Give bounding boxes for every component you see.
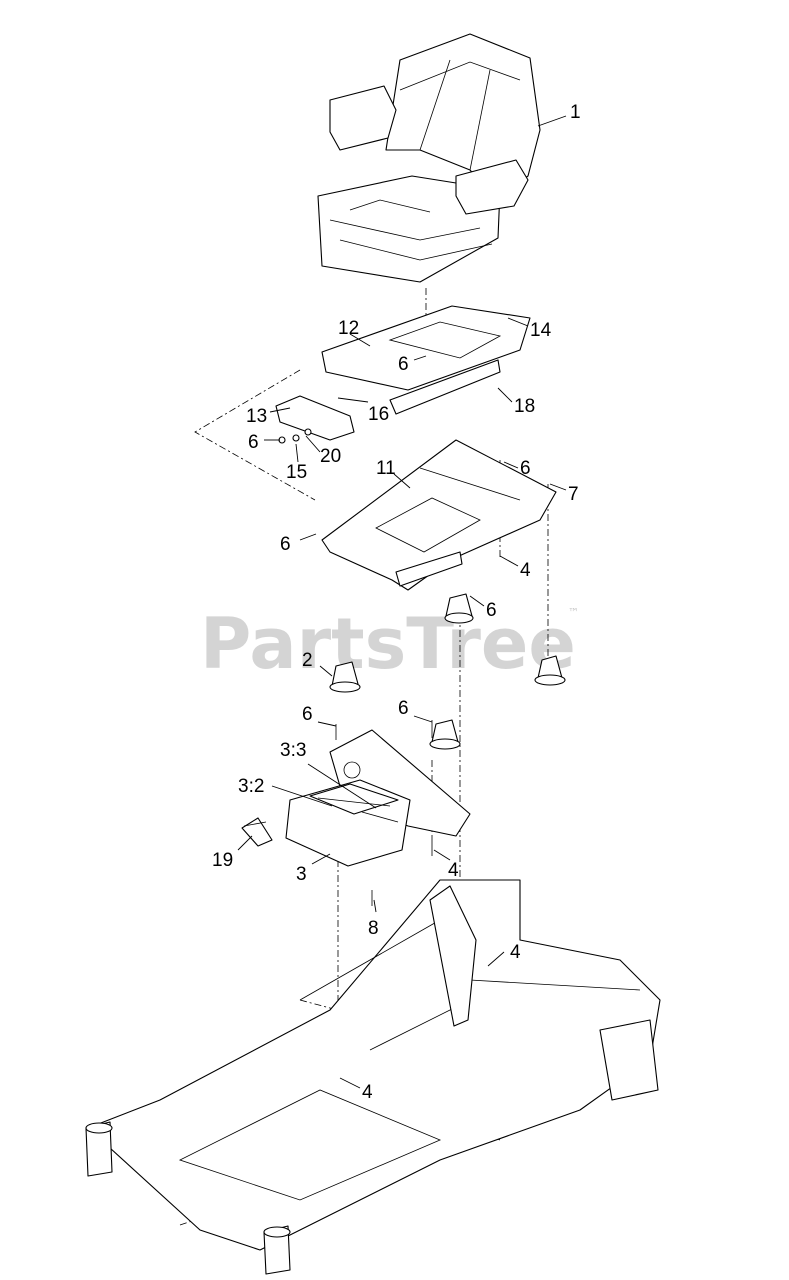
callout-16: 16: [368, 404, 389, 425]
callout-6-b: 6: [248, 432, 259, 453]
callout-8: 8: [368, 918, 379, 939]
callout-18: 18: [514, 396, 535, 417]
clip-part-19[interactable]: [241, 817, 273, 847]
callout-4-d: 4: [362, 1082, 373, 1103]
callout-6-f: 6: [302, 704, 313, 725]
callout-12: 12: [338, 318, 359, 339]
hardware-parts-15-20[interactable]: [278, 428, 312, 444]
callout-6-a: 6: [398, 354, 409, 375]
callout-3-3: 3:3: [280, 740, 306, 761]
callout-1: 1: [570, 102, 581, 123]
callout-15: 15: [286, 462, 307, 483]
callout-20: 20: [320, 446, 341, 467]
callout-6-e: 6: [486, 600, 497, 621]
leader-lines: [237, 115, 567, 1089]
seat-plate-part-12[interactable]: [321, 305, 531, 415]
suspension-frame-part-11[interactable]: [321, 439, 557, 591]
callout-3-2: 3:2: [238, 776, 264, 797]
callout-4-a: 4: [520, 560, 531, 581]
decal-parts-3-2-3-3[interactable]: [309, 783, 399, 823]
seat-part-1[interactable]: [317, 33, 541, 283]
callout-6-d: 6: [280, 534, 291, 555]
callout-2: 2: [302, 650, 313, 671]
isolator-mount-part-2[interactable]: [329, 593, 566, 750]
callout-19: 19: [212, 850, 233, 871]
watermark-text: PartsTree: [200, 603, 576, 685]
callout-4-b: 4: [448, 860, 459, 881]
callout-11: 11: [376, 458, 396, 479]
callout-14: 14: [530, 320, 552, 341]
main-frame[interactable]: [85, 879, 661, 1275]
callout-6-c: 6: [520, 458, 531, 479]
callouts: 1 12 14 6 13 16 18 6 20 15 11 6 7 6 4 6 …: [212, 102, 581, 1103]
callout-6-g: 6: [398, 698, 409, 719]
bracket-part-13[interactable]: [275, 395, 355, 441]
watermark-trademark: ™: [568, 606, 579, 619]
callout-13: 13: [246, 406, 267, 427]
callout-3: 3: [296, 864, 307, 885]
callout-7: 7: [568, 484, 579, 505]
callout-4-c: 4: [510, 942, 521, 963]
